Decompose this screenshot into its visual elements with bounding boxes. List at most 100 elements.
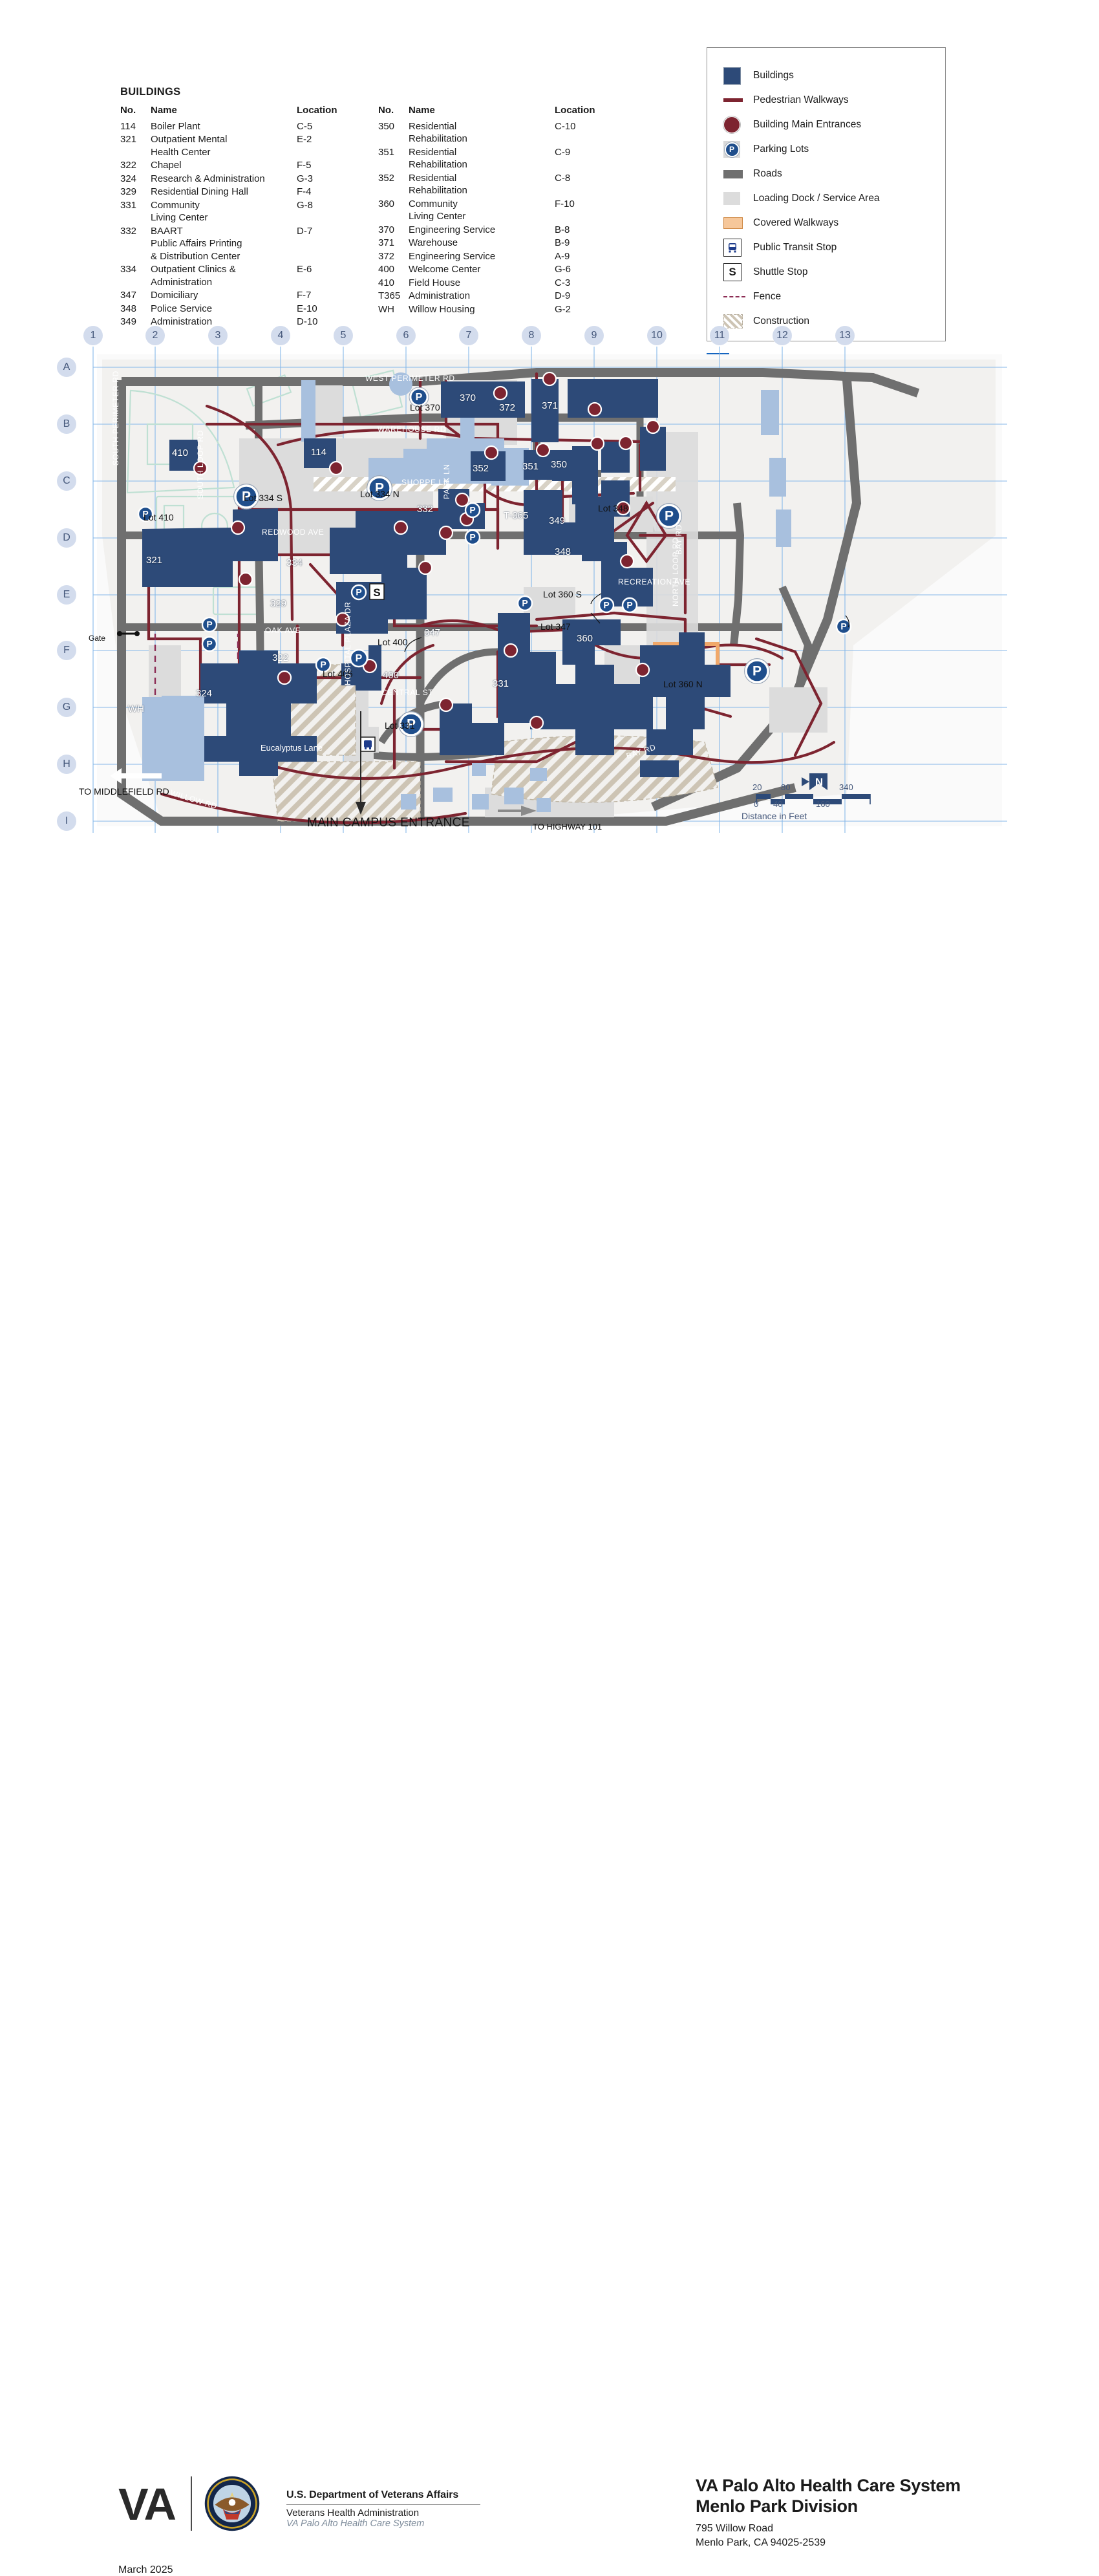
building-grid-location: F-7 <box>297 290 312 301</box>
map-annotation: MAIN CAMPUS ENTRANCE <box>307 816 470 830</box>
building-name-line1: Field House <box>409 277 461 288</box>
map-grid-column-label: 6 <box>396 326 416 345</box>
map-grid-column-label: 8 <box>522 326 541 345</box>
map-building-label: 350 <box>551 459 568 470</box>
loading-dock-swatch-icon <box>723 192 753 205</box>
walkway-line-icon <box>723 98 753 102</box>
header-name: Name <box>409 105 435 116</box>
building-grid-location: C-5 <box>297 120 313 132</box>
building-grid-location: G-8 <box>297 199 314 211</box>
map-grid-row-label: B <box>57 414 76 434</box>
footer-divider <box>191 2476 192 2531</box>
covered-walkway-swatch-icon <box>723 217 753 229</box>
building-name-line1: Administration <box>151 316 213 327</box>
map-annotation: Gate <box>89 634 106 643</box>
legend-item-label: Loading Dock / Service Area <box>753 193 880 204</box>
building-grid-location: C-9 <box>555 146 571 158</box>
building-name-line1: Boiler Plant <box>151 120 200 132</box>
map-grid-row-label: E <box>57 585 76 605</box>
scale-bar-caption: Distance in Feet <box>742 811 807 821</box>
building-name-line2: Public Affairs Printing <box>151 238 242 249</box>
building-number: 324 <box>120 173 137 184</box>
svg-text:P: P <box>206 619 212 630</box>
building-name-line1: Administration <box>409 290 471 301</box>
map-grid-column-label: 10 <box>647 326 667 345</box>
building-grid-location: A-9 <box>555 250 570 262</box>
svg-text:P: P <box>375 481 384 496</box>
legend-item: Covered Walkways <box>723 211 945 235</box>
building-name-line1: BAART <box>151 225 183 237</box>
campus-map[interactable]: P P P P P P P P P P P P P P P P P P S <box>57 326 1015 839</box>
public-transit-stop-icon <box>360 736 376 752</box>
svg-text:P: P <box>469 505 475 515</box>
map-street-label: PARK LN <box>442 464 451 499</box>
legend-item: Buildings <box>723 63 945 88</box>
building-name: Warehouse <box>409 237 555 250</box>
map-parking-lot-label: Lot 331 <box>385 720 415 731</box>
main-campus-entrance-arrow <box>356 711 366 815</box>
map-parking-lot-label: Lot 370 <box>410 402 440 413</box>
map-grid-column-label: 2 <box>145 326 165 345</box>
buildings-header-row: No. Name Location <box>378 104 608 117</box>
building-grid-location: E-2 <box>297 134 312 145</box>
map-building-label: 400 <box>383 670 400 681</box>
map-building-label: 347 <box>424 627 441 638</box>
map-grid-row-label: H <box>57 755 76 774</box>
map-building-label: 371 <box>542 400 559 411</box>
scale-tick-bottom: 160 <box>816 799 830 809</box>
map-street-label: SOUTH PERIMETER RD <box>111 370 120 466</box>
facility-block: VA Palo Alto Health Care System Menlo Pa… <box>696 2476 1058 2551</box>
scale-tick-top: 80 <box>781 782 791 792</box>
building-number: T365 <box>378 290 401 301</box>
shuttle-stop-icon: S <box>369 583 385 600</box>
map-street-label: NORTH LOOP RD <box>671 537 680 606</box>
map-street-label: RECREATION AVE <box>618 577 690 586</box>
va-wordmark: VA <box>118 2479 176 2529</box>
svg-text:P: P <box>320 660 326 670</box>
map-grid-column-label: 1 <box>83 326 103 345</box>
building-name: Chapel <box>151 159 297 172</box>
legend-item-label: Construction <box>753 316 810 327</box>
map-building-label: 114 <box>311 447 326 458</box>
svg-text:P: P <box>206 639 212 649</box>
legend-item-label: Roads <box>753 168 782 179</box>
map-street-label: CENTRAL ST <box>381 688 434 697</box>
parking-p-icon: P <box>723 141 753 158</box>
map-grid-column-label: 7 <box>459 326 478 345</box>
svg-text:P: P <box>242 489 251 504</box>
svg-text:P: P <box>356 587 361 597</box>
building-name-line1: Domiciliary <box>151 290 198 301</box>
gate-marker <box>117 631 140 636</box>
shuttle-s-icon: S <box>723 263 753 281</box>
building-name: Engineering Service <box>409 224 555 237</box>
map-parking-lot-label: Lot 360 S <box>543 589 582 599</box>
lot-callout-leaders <box>404 593 849 652</box>
svg-text:N: N <box>815 776 823 788</box>
map-grid-row-label: G <box>57 698 76 717</box>
map-street-label: HOSPITAL PLAZA DR <box>343 601 352 685</box>
building-name-line1: Residential <box>409 120 457 132</box>
building-grid-location: F-4 <box>297 186 312 197</box>
campus-map-canvas[interactable]: P P P P P P P P P P P P P P P P P P S <box>84 341 1015 839</box>
building-number: 410 <box>378 277 395 288</box>
building-name-line1: Residential Dining Hall <box>151 186 248 197</box>
legend-item-label: Parking Lots <box>753 144 809 155</box>
scale-tick-top: 20 <box>752 782 762 792</box>
building-name: Administration <box>151 316 297 328</box>
building-name-line1: Residential <box>409 172 457 184</box>
map-building-label: 352 <box>473 463 489 474</box>
map-parking-lot-label: Lot 400 <box>378 637 408 647</box>
map-building-label: WH <box>128 703 144 714</box>
map-building-label: 348 <box>555 546 571 557</box>
legend-item-label: Pedestrian Walkways <box>753 94 849 105</box>
facility-name-line1: VA Palo Alto Health Care System <box>696 2476 961 2495</box>
